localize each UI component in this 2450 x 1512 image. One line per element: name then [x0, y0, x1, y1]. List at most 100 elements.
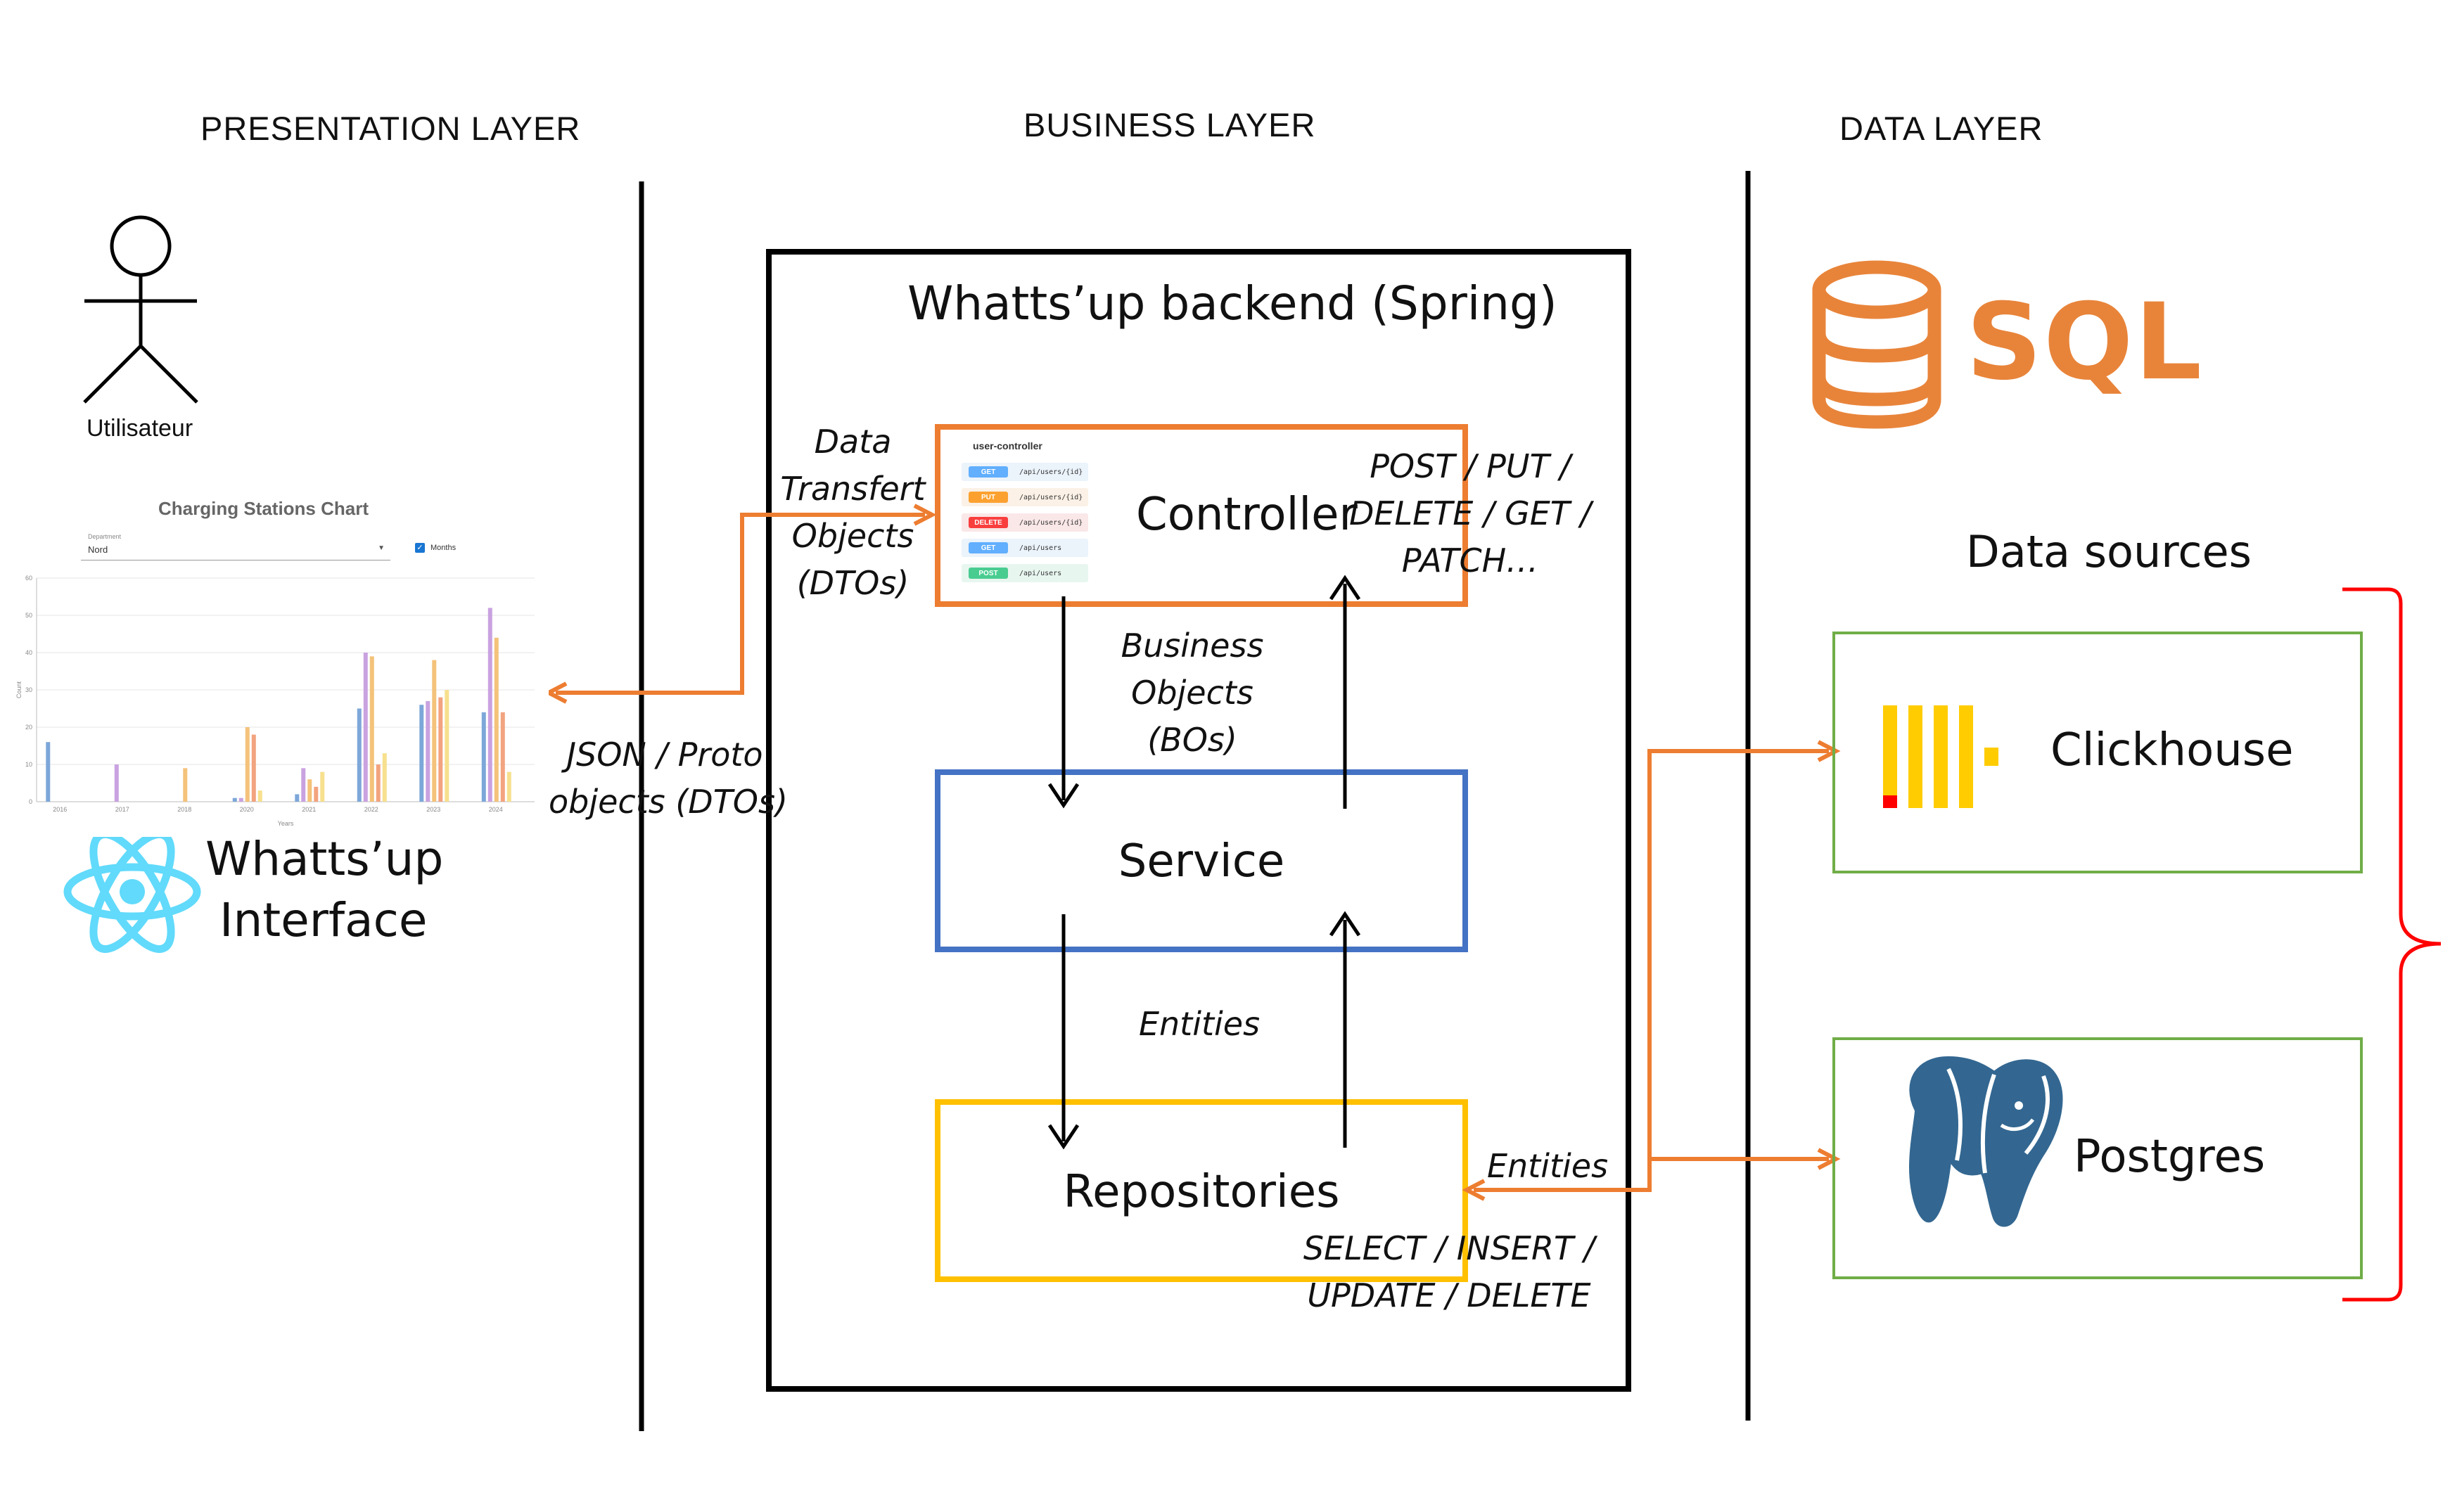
dto-line-4: (DTOs)	[796, 564, 910, 602]
http-line-2: DELETE / GET /	[1348, 494, 1591, 532]
endpoint-row[interactable]: DELETE/api/users/{id}	[962, 513, 1088, 532]
bar	[301, 768, 306, 802]
months-checkbox[interactable]: ✓	[415, 543, 425, 553]
bo-line-2: Objects	[1131, 674, 1253, 712]
postgres-elephant-icon	[1906, 1053, 2066, 1230]
endpoint-path: /api/users/{id}	[1019, 493, 1083, 501]
data-sources-brace	[2342, 587, 2442, 1302]
orange-connector-interface-controller	[556, 513, 925, 695]
bar	[494, 637, 499, 802]
endpoint-row[interactable]: POST/api/users	[962, 564, 1088, 582]
endpoint-method-badge: DELETE	[969, 517, 1008, 528]
bar	[506, 771, 511, 802]
bar	[438, 697, 443, 802]
postgres-label: Postgres	[2074, 1131, 2266, 1183]
x-tick-label: 2020	[240, 806, 254, 813]
http-line-1: POST / PUT /	[1370, 447, 1571, 485]
json-annotation: JSON / Proto objects (DTOs)	[549, 731, 788, 826]
y-tick-label: 60	[25, 575, 32, 582]
dto-line-3: Objects	[791, 517, 914, 555]
x-tick-label: 2021	[302, 806, 316, 813]
bo-line-1: Business	[1121, 627, 1264, 665]
bar	[382, 753, 387, 802]
bar	[245, 727, 250, 802]
sql-ops-line-1: SELECT / INSERT /	[1303, 1229, 1595, 1267]
swagger-panel: user-controller GET/api/users/{id}PUT/ap…	[962, 435, 1102, 589]
interface-title-line2: Interface	[219, 893, 428, 947]
clickhouse-logo-icon	[1883, 705, 1998, 808]
chart-title: Charging Stations Chart	[158, 498, 369, 519]
department-dropdown-value: Nord	[88, 544, 108, 555]
bar	[419, 705, 424, 802]
endpoint-path: /api/users/{id}	[1019, 518, 1083, 527]
endpoint-method-badge: POST	[969, 568, 1008, 579]
bar	[295, 794, 300, 802]
clickhouse-box	[1832, 632, 2363, 873]
endpoint-path: /api/users	[1019, 569, 1062, 577]
y-tick-label: 0	[29, 798, 32, 805]
controller-label: Controller	[1136, 489, 1358, 541]
json-line-1: JSON / Proto	[566, 736, 763, 774]
controller-box	[935, 424, 1468, 607]
endpoint-row[interactable]: PUT/api/users/{id}	[962, 488, 1088, 506]
bar	[183, 768, 188, 802]
endpoint-method-badge: GET	[969, 466, 1008, 478]
bar	[369, 656, 374, 802]
endpoint-path: /api/users	[1019, 544, 1062, 552]
sql-ops-line-2: UPDATE / DELETE	[1307, 1276, 1591, 1314]
user-label: Utilisateur	[87, 415, 193, 442]
months-checkbox-label: Months	[430, 544, 457, 552]
bar	[445, 690, 449, 802]
react-logo-icon	[63, 830, 201, 954]
y-tick-label: 40	[25, 649, 32, 656]
x-tick-label: 2023	[426, 806, 440, 813]
chevron-down-icon: ▼	[378, 544, 385, 552]
bar	[376, 764, 381, 802]
bar	[320, 771, 325, 802]
business-layer-title: BUSINESS LAYER	[1023, 106, 1316, 143]
bar	[314, 786, 319, 802]
bar	[500, 712, 505, 802]
bar	[426, 700, 430, 802]
bar	[232, 797, 237, 802]
service-box	[935, 769, 1468, 952]
department-dropdown[interactable]: Department Nord ▼	[81, 533, 390, 560]
presentation-layer-title: PRESENTATION LAYER	[200, 110, 581, 147]
bar	[487, 608, 492, 802]
clickhouse-label: Clickhouse	[2050, 724, 2294, 776]
y-tick-label: 10	[25, 761, 32, 768]
bo-line-3: (BOs)	[1147, 721, 1237, 759]
data-layer-title: DATA LAYER	[1839, 110, 2043, 147]
swagger-title: user-controller	[973, 440, 1042, 451]
data-sources-title: Data sources	[1966, 526, 2252, 577]
y-tick-label: 20	[25, 724, 32, 731]
backend-title: Whatts’up backend (Spring)	[907, 276, 1557, 331]
json-line-2: objects (DTOs)	[549, 783, 788, 821]
bar	[307, 779, 312, 802]
service-label: Service	[1118, 835, 1285, 888]
endpoint-path: /api/users/{id}	[1019, 468, 1083, 476]
bar	[363, 653, 368, 802]
bo-annotation: Business Objects (BOs)	[1090, 622, 1294, 764]
bar	[432, 660, 437, 802]
bar	[251, 734, 256, 802]
endpoint-row[interactable]: GET/api/users/{id}	[962, 463, 1088, 481]
x-tick-label: 2016	[53, 806, 67, 813]
http-line-3: PATCH…	[1401, 542, 1539, 579]
orange-connector-repositories-sources	[1474, 749, 1829, 1192]
bar	[481, 712, 486, 802]
sql-logo-text: SQL	[1966, 281, 2204, 404]
y-tick-label: 50	[25, 612, 32, 619]
endpoint-row[interactable]: GET/api/users	[962, 539, 1088, 557]
dto-line-2: Transfert	[780, 470, 926, 508]
repositories-label: Repositories	[1063, 1166, 1340, 1218]
x-tick-label: 2018	[177, 806, 191, 813]
endpoint-method-badge: GET	[969, 542, 1008, 553]
bar	[357, 708, 362, 802]
bar	[114, 764, 119, 802]
endpoint-method-badge: PUT	[969, 492, 1008, 503]
interface-title-line1: Whatts’up	[205, 832, 444, 886]
y-axis-label: Count	[15, 681, 23, 699]
